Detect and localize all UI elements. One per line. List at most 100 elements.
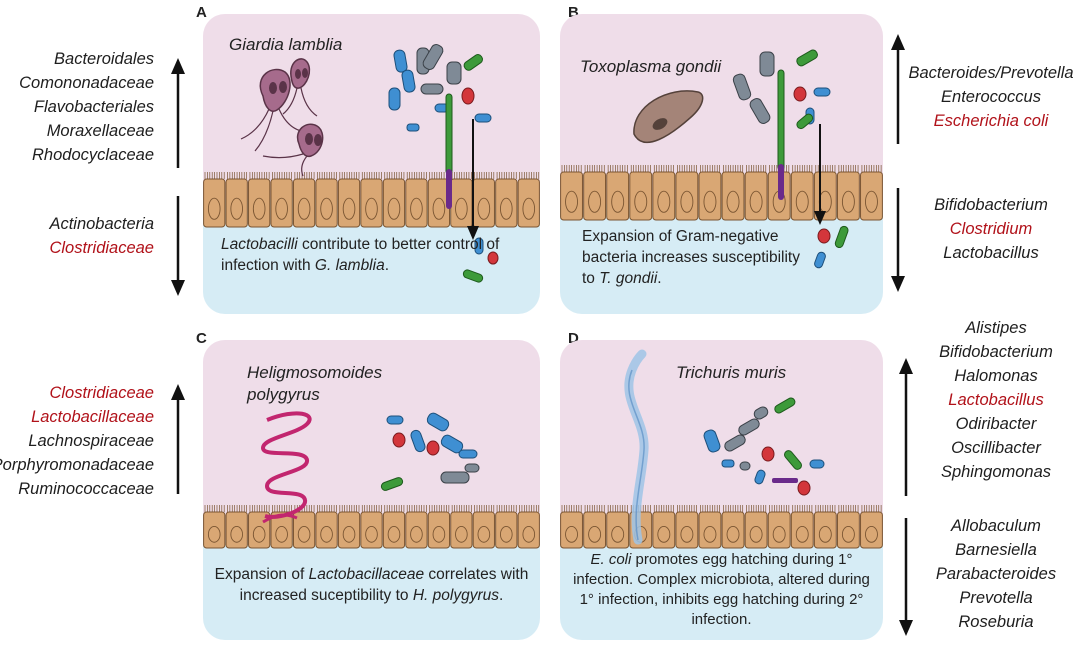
taxon: Comononadaceae	[19, 74, 154, 92]
epithelial-cell	[560, 505, 583, 549]
taxon: Roseburia	[958, 613, 1034, 631]
epithelial-cell	[744, 165, 768, 221]
panel-b-illustration	[633, 49, 849, 269]
decrease-arrow-icon	[899, 518, 913, 636]
taxon: Bifidobacterium	[934, 196, 1048, 214]
panel-b-increased-taxa: Bacteroides/Prevotella Enterococcus Esch…	[902, 61, 1080, 133]
taxon: Lactobacillus	[943, 244, 1039, 262]
caption-text: .	[657, 270, 662, 287]
epithelial-cell	[721, 165, 745, 221]
epithelial-cell	[675, 165, 699, 221]
epithelial-cell	[517, 172, 540, 228]
epithelial-cell	[652, 165, 676, 221]
taxon: Lachnospiraceae	[28, 432, 154, 450]
panel-label-d: D	[568, 330, 579, 347]
taxon: Prevotella	[959, 589, 1033, 607]
epithelial-cell	[382, 505, 406, 549]
panel-d-increased-taxa: Alistipes Bifidobacterium Halomonas Lact…	[912, 316, 1080, 484]
caption-text: .	[384, 257, 390, 274]
epithelium	[560, 505, 883, 549]
caption-text: Expansion of	[214, 566, 309, 583]
panel-caption: Expansion of Gram-negative bacteria incr…	[582, 226, 802, 289]
basal-side	[203, 540, 540, 640]
caption-text: .	[499, 587, 504, 604]
caption-text: correlates with increased suceptibility …	[239, 566, 529, 604]
lumen	[203, 14, 540, 199]
translocation-arrow	[467, 119, 479, 240]
epithelial-cell	[675, 505, 699, 549]
taxon: Lactobacillaceae	[31, 408, 154, 426]
taxon: Bacteroides/Prevotella	[908, 64, 1074, 82]
taxon: Flavobacteriales	[33, 98, 154, 116]
whipworm	[624, 349, 649, 545]
epithelial-cell	[767, 505, 791, 549]
caption-italic: T. gondii	[599, 270, 658, 287]
panel-c: Heligmosomoides polygyrus Expansion of L…	[203, 340, 540, 640]
panel-c-increased-taxa: Clostridiaceae Lactobacillaceae Lachnosp…	[0, 381, 154, 501]
taxon: Parabacteroides	[935, 565, 1057, 583]
epithelial-cell	[560, 165, 583, 221]
epithelial-cell	[360, 505, 383, 549]
caption-italic: Lactobacilli	[221, 236, 298, 253]
pathogen-name-line: Heligmosomoides	[247, 363, 383, 382]
taxon: Barnesiella	[955, 541, 1037, 559]
caption-italic: Lactobacillaceae	[308, 566, 425, 583]
taxon: Sphingomonas	[940, 463, 1052, 481]
panel-caption: Lactobacilli contribute to better contro…	[221, 234, 521, 276]
giardia-trophozoite	[282, 58, 318, 117]
caption-italic: H. polygyrus	[412, 587, 499, 604]
increase-arrow-icon	[899, 358, 913, 496]
epithelial-cell	[450, 505, 473, 549]
taxon: Ruminococcaceae	[18, 480, 154, 498]
epithelial-cell	[382, 172, 406, 228]
increase-arrow-icon	[171, 58, 185, 168]
panel-caption: Expansion of Lactobacillaceae correlates…	[203, 564, 540, 606]
panel-label-c: C	[196, 330, 207, 347]
taxon: Enterococcus	[941, 88, 1041, 106]
helminth-coil	[260, 411, 312, 524]
epithelial-cell	[606, 165, 630, 221]
pathogen-name: Heligmosomoides polygyrus	[247, 362, 382, 406]
epithelial-cell	[790, 165, 814, 221]
panel-c-illustration	[260, 411, 480, 524]
taxon: Bacteroidales	[54, 50, 154, 68]
caption-italic: G. lamblia	[314, 257, 385, 274]
epithelial-cell	[495, 505, 518, 549]
panel-a-illustration	[240, 44, 499, 283]
epithelial-cell	[360, 172, 383, 228]
pathogen-name: Toxoplasma gondii	[580, 57, 722, 76]
epithelial-cell	[860, 505, 883, 549]
epithelial-cell	[427, 505, 451, 549]
epithelial-cell	[652, 505, 676, 549]
epithelial-cell	[860, 165, 883, 221]
pathogen-name-line: polygyrus	[247, 385, 320, 404]
caption-text: Expansion of Gram-negative bacteria incr…	[582, 228, 800, 287]
epithelial-cell	[721, 505, 745, 549]
epithelial-cell	[472, 505, 495, 549]
epithelial-cell	[337, 505, 361, 549]
panel-d-illustration	[624, 349, 825, 545]
epithelium	[203, 172, 540, 228]
epithelial-cell	[472, 172, 495, 228]
epithelial-cell	[315, 505, 338, 549]
epithelial-cell	[813, 505, 837, 549]
pathogen-name: Giardia lamblia	[229, 35, 343, 54]
epithelial-cell	[790, 505, 814, 549]
decrease-arrow-icon	[891, 188, 905, 292]
epithelial-cell	[270, 172, 293, 228]
panel-a-increased-taxa: Bacteroidales Comononadaceae Flavobacter…	[19, 47, 154, 167]
panel-a-decreased-taxa: Actinobacteria Clostridiaceae	[49, 212, 154, 260]
epithelial-cell	[203, 505, 226, 549]
translocation-arrow	[814, 124, 826, 225]
epithelial-cell	[203, 172, 226, 228]
epithelial-cell	[698, 165, 722, 221]
lumen	[203, 340, 540, 540]
increase-arrow-icon	[171, 384, 185, 494]
panel-b-decreased-taxa: Bifidobacterium Clostridium Lactobacillu…	[902, 193, 1080, 265]
epithelial-cell	[836, 505, 860, 549]
epithelial-cell	[248, 172, 271, 228]
epithelial-cell	[270, 505, 293, 549]
epithelium	[560, 165, 883, 221]
decrease-arrow-icon	[171, 196, 185, 296]
lumen	[560, 340, 883, 540]
